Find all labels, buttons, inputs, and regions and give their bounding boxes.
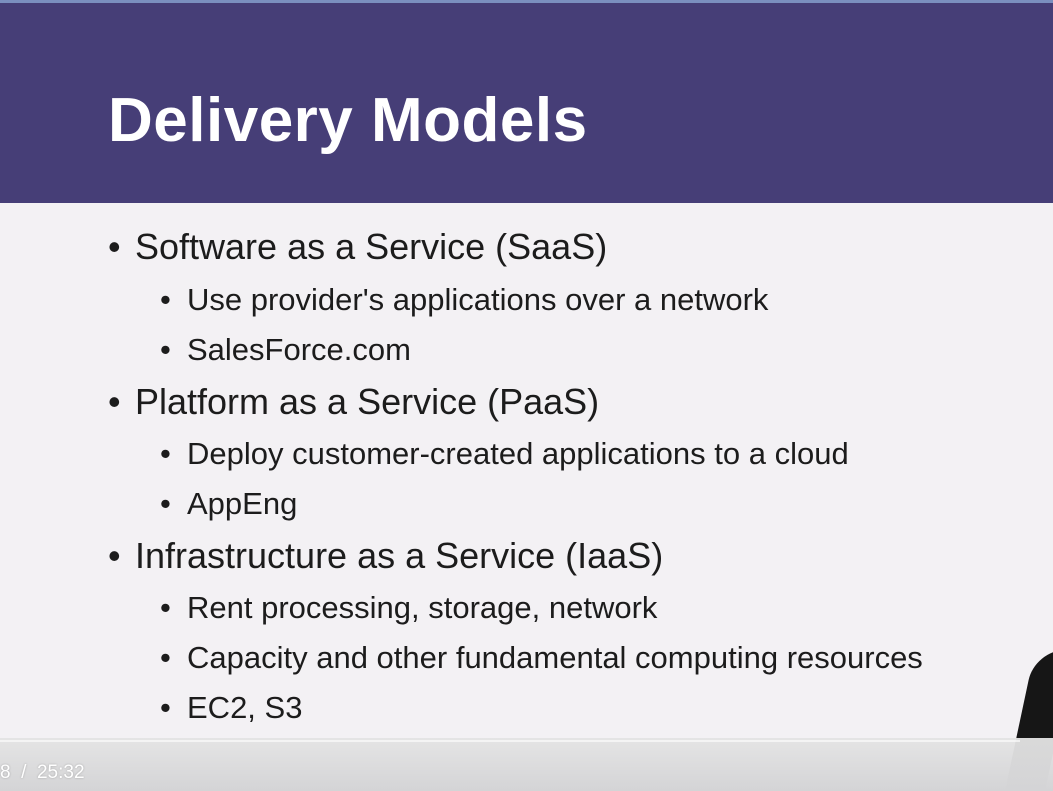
- time-display: 8 / 25:32: [0, 762, 85, 783]
- slide-header: Delivery Models: [0, 3, 1053, 203]
- sub-bullet-item: • Use provider's applications over a netw…: [160, 282, 768, 318]
- bullet-glyph: •: [160, 332, 171, 367]
- bullet-glyph: •: [160, 486, 171, 521]
- progress-bar[interactable]: [0, 740, 1020, 742]
- bullet-glyph: •: [108, 226, 121, 267]
- bullet-glyph: •: [160, 690, 171, 725]
- bullet-glyph: •: [108, 535, 121, 576]
- slide-title: Delivery Models: [108, 86, 588, 155]
- bullet-glyph: •: [160, 640, 171, 675]
- sub-bullet-label: EC2, S3: [187, 690, 303, 725]
- bullet-label: Software as a Service (SaaS): [135, 226, 608, 267]
- bullet-glyph: •: [160, 282, 171, 317]
- bullet-item-saas: • Software as a Service (SaaS): [108, 226, 607, 268]
- sub-bullet-label: Capacity and other fundamental computing…: [187, 640, 923, 675]
- bullet-item-iaas: • Infrastructure as a Service (IaaS): [108, 535, 663, 577]
- sub-bullet-label: Use provider's applications over a netwo…: [187, 282, 769, 317]
- bullet-glyph: •: [160, 436, 171, 471]
- bullet-glyph: •: [108, 381, 121, 422]
- sub-bullet-label: AppEng: [187, 486, 298, 521]
- sub-bullet-item: • Capacity and other fundamental computin…: [160, 640, 923, 676]
- player-control-bar[interactable]: [0, 738, 1053, 791]
- sub-bullet-item: • EC2, S3: [160, 690, 302, 726]
- sub-bullet-label: SalesForce.com: [187, 332, 411, 367]
- bullet-label: Platform as a Service (PaaS): [135, 381, 600, 422]
- top-edge: [0, 0, 1053, 3]
- sub-bullet-label: Rent processing, storage, network: [187, 590, 658, 625]
- sub-bullet-item: • Deploy customer-created applications to…: [160, 436, 849, 472]
- bullet-glyph: •: [160, 590, 171, 625]
- bullet-label: Infrastructure as a Service (IaaS): [135, 535, 664, 576]
- bullet-item-paas: • Platform as a Service (PaaS): [108, 381, 599, 423]
- sub-bullet-item: • Rent processing, storage, network: [160, 590, 657, 626]
- sub-bullet-item: • AppEng: [160, 486, 297, 522]
- sub-bullet-label: Deploy customer-created applications to …: [187, 436, 849, 471]
- sub-bullet-item: • SalesForce.com: [160, 332, 411, 368]
